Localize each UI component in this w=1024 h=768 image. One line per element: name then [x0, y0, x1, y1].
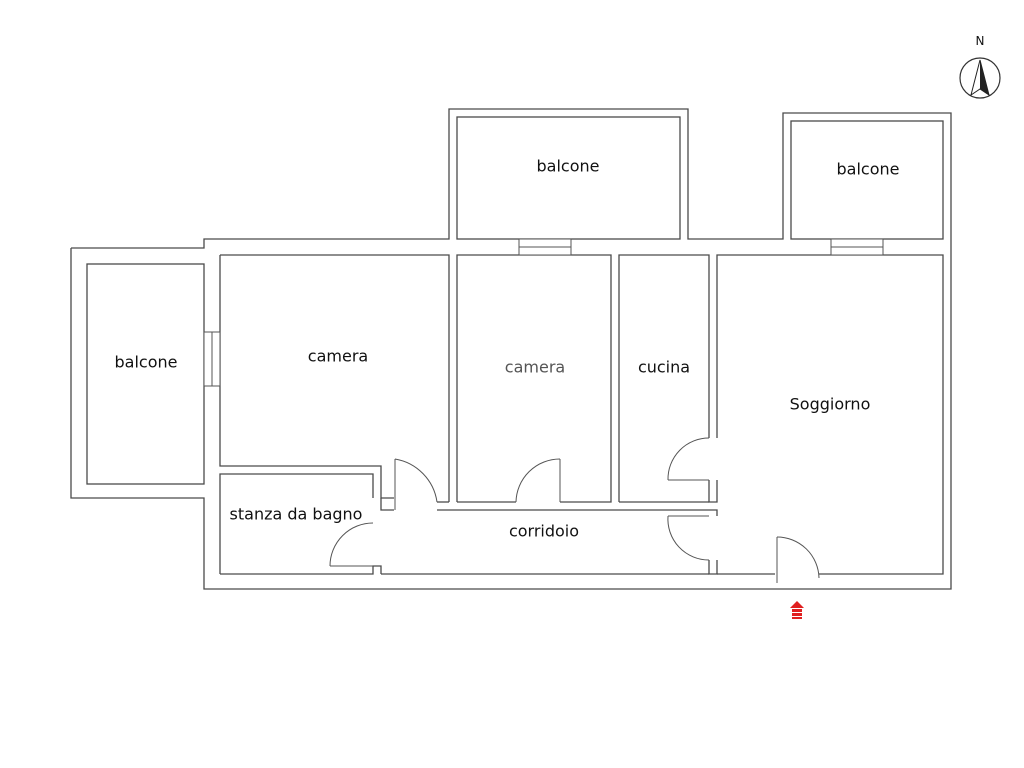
label-soggiorno: Soggiorno [790, 395, 871, 414]
door-entrance [776, 536, 820, 583]
window-north-center [518, 238, 572, 256]
outer-walls [70, 108, 952, 590]
label-camera-2: camera [505, 358, 565, 377]
door-camera-1 [394, 458, 438, 510]
door-camera-2 [515, 458, 561, 503]
balcone-north-right-area [790, 120, 944, 240]
door-bagno [329, 522, 374, 567]
north-compass: N [959, 34, 1001, 99]
soggiorno-walls [716, 254, 944, 575]
balcone-north-center-area [456, 116, 681, 240]
balcone-west-area [86, 263, 205, 485]
compass-circle-icon [959, 57, 1001, 99]
entrance-arrow-icon [790, 601, 804, 619]
door-soggiorno [667, 515, 710, 561]
label-corridoio: corridoio [509, 522, 579, 541]
window-north-right [830, 238, 884, 256]
camera-1-walls [220, 254, 450, 502]
cucina-walls [618, 254, 710, 502]
bagno-walls [219, 473, 374, 574]
label-camera-1: camera [308, 347, 368, 366]
window-west [203, 331, 221, 387]
door-cucina [667, 437, 710, 481]
north-label: N [976, 34, 985, 48]
label-balcone-north-center: balcone [537, 157, 600, 176]
label-bagno: stanza da bagno [230, 505, 363, 524]
label-balcone-north-right: balcone [837, 160, 900, 179]
label-balcone-west: balcone [115, 353, 178, 372]
camera-2-walls [456, 254, 612, 503]
label-cucina: cucina [638, 358, 690, 377]
